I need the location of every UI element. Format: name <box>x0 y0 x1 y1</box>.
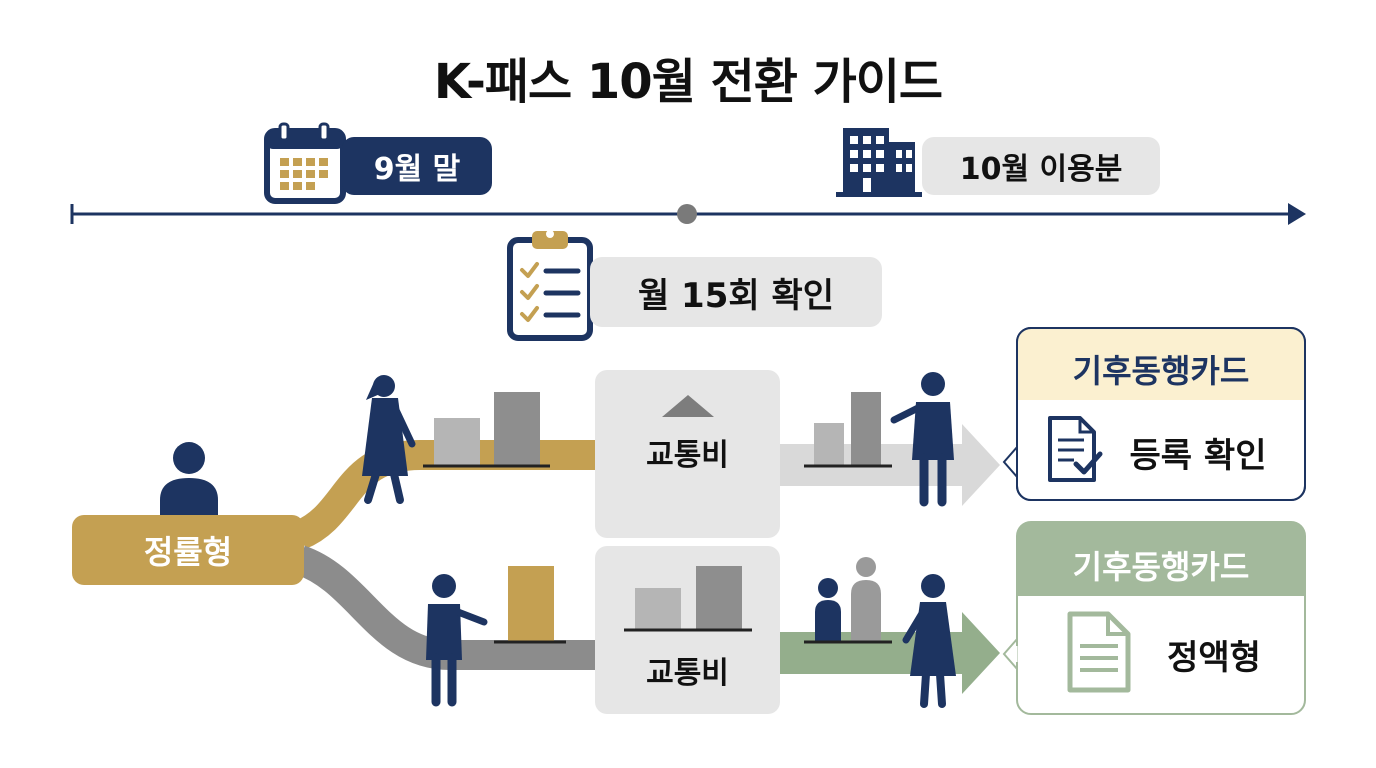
person-icon-pointing-man-upper <box>890 372 954 507</box>
upper-card-action: 등록 확인 <box>1129 436 1267 476</box>
timeline-end-label: 10월 이용분 <box>922 137 1160 195</box>
document-icon <box>1067 611 1131 693</box>
timeline-start-label: 9월 말 <box>342 137 492 195</box>
lower-left-bar <box>494 566 566 644</box>
lower-center-bars <box>624 566 752 632</box>
person-icon-seated <box>160 442 218 520</box>
timeline-midpoint <box>677 204 697 224</box>
upper-cost-box <box>595 370 780 538</box>
page-title: K-패스 10월 전환 가이드 <box>433 54 943 110</box>
lower-card-action: 정액형 <box>1167 638 1261 678</box>
upper-left-bars <box>423 392 550 468</box>
lower-arrow <box>780 612 1000 694</box>
source-label: 정률형 <box>72 515 304 585</box>
lower-right-people-group <box>804 557 892 644</box>
calendar-icon <box>264 122 346 204</box>
upper-box-label: 교통비 <box>646 438 729 473</box>
increase-triangle-icon <box>662 395 714 417</box>
clipboard-icon <box>507 230 593 341</box>
lower-box-label: 교통비 <box>646 656 729 691</box>
person-icon-walking-woman <box>362 375 416 504</box>
person-icon-pointing-man-lower <box>426 574 488 707</box>
person-icon-woman-lower <box>902 574 956 708</box>
document-check-icon <box>1048 416 1103 482</box>
lower-card-title: 기후동행카드 <box>1072 548 1250 586</box>
upper-card-title: 기후동행카드 <box>1072 352 1250 390</box>
upper-right-bars <box>804 392 892 468</box>
building-icon <box>836 128 922 197</box>
check-label: 월 15회 확인 <box>590 257 882 327</box>
timeline <box>70 203 1306 225</box>
